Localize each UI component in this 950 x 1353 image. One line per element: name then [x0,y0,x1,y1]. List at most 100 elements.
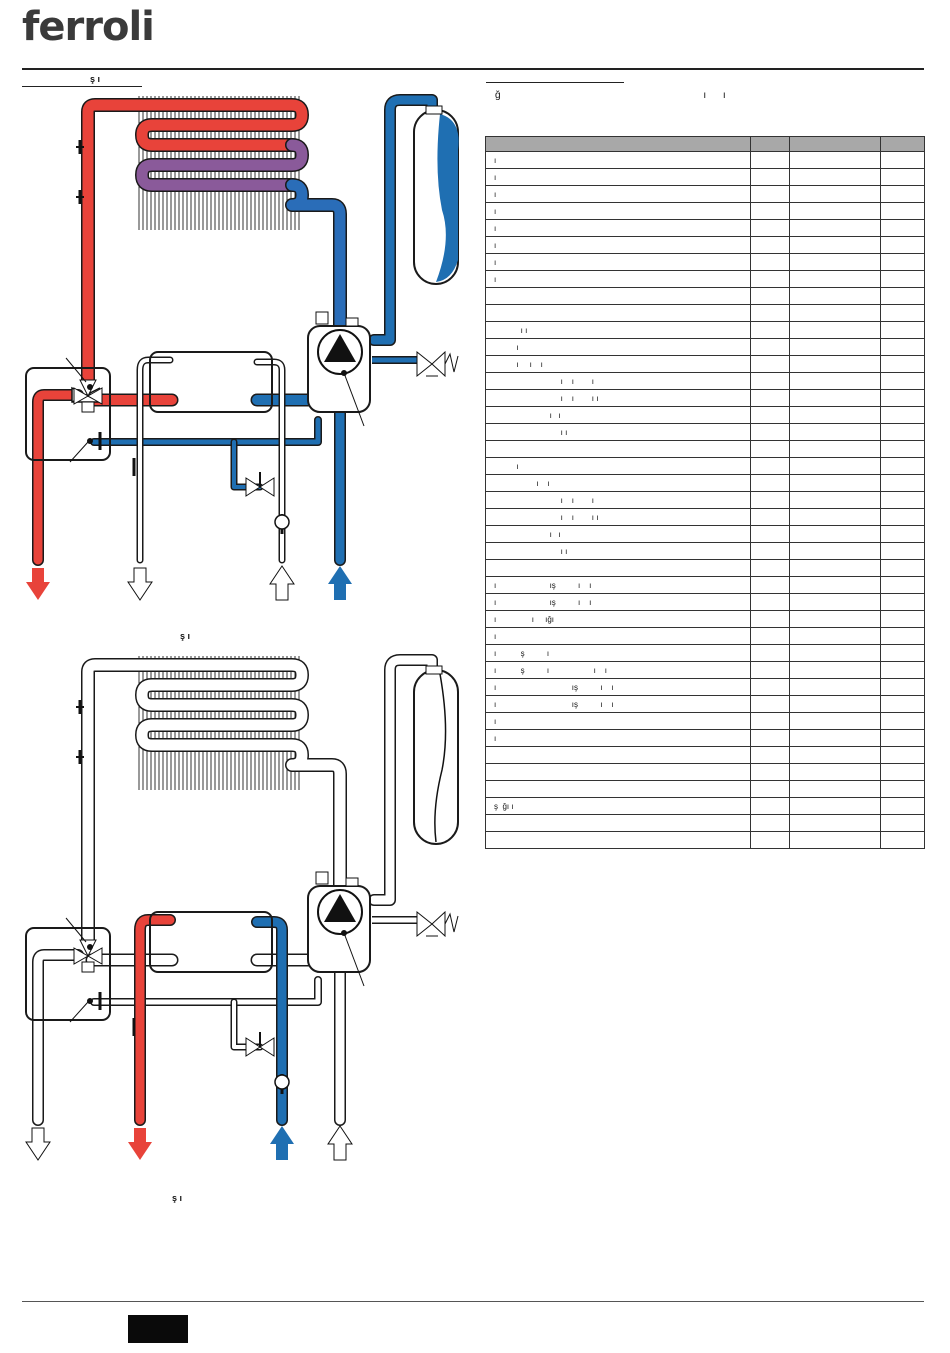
arrow-dhw-out [128,1128,152,1160]
caption-diagram-1: ş ı [180,631,191,641]
table-cell [750,304,790,322]
heating-circuit-diagram [25,94,459,601]
table-cell [750,474,790,492]
table-cell [880,627,925,645]
table-cell [750,168,790,186]
table-header [485,136,925,152]
table-cell [789,814,881,832]
table-cell [750,712,790,730]
table-cell [750,151,790,169]
table-cell [880,525,925,543]
heating-out [32,389,84,566]
caption-diagram-2: ş ı [172,1193,183,1203]
table-cell [789,576,881,594]
arrow-return-in [328,566,352,600]
table-cell [789,644,881,662]
table-cell [750,202,790,220]
table-row [485,304,925,322]
table-row: ı [485,253,925,271]
table-row [485,780,925,798]
bypass-valve [245,1037,261,1057]
table-cell [750,219,790,237]
table-row: ı [485,457,925,475]
page-number-tab [128,1315,188,1343]
table-row: ı ı [485,525,925,543]
table-cell [880,746,925,764]
table-cell [880,423,925,441]
table-cell [485,287,751,305]
table-row [485,831,925,849]
table-row [485,814,925,832]
arrow-heating-out [26,568,50,600]
table-row: ı [485,185,925,203]
table-cell [485,559,751,577]
table-cell [750,644,790,662]
table-cell [880,831,925,849]
table-cell [880,304,925,322]
table-cell [880,202,925,220]
table-row: ı [485,729,925,747]
flow-sensor [274,514,290,530]
table-cell [750,814,790,832]
table-cell [789,831,881,849]
table-cell [750,695,790,713]
table-cell [880,797,925,815]
table-cell: ı ş ı ı ı [485,661,751,679]
table-cell [789,661,881,679]
table-cell [750,338,790,356]
table-cell [789,304,881,322]
table-cell [880,661,925,679]
table-cell [880,678,925,696]
table-cell: ı ış ı ı [485,678,751,696]
table-cell [789,406,881,424]
table-cell [750,746,790,764]
table-cell [750,423,790,441]
table-cell [880,372,925,390]
table-cell: ı [485,151,751,169]
table-cell [789,202,881,220]
table-row: ı ış ı ı [485,678,925,696]
table-cell [880,729,925,747]
table-cell [789,185,881,203]
table-row: ı ı ı [485,491,925,509]
table-row: ı ı ı ı [485,389,925,407]
table-cell [789,593,881,611]
table-cell [750,185,790,203]
table-cell [880,542,925,560]
table-row: ı [485,168,925,186]
table-cell [880,321,925,339]
table-cell: ı ı ı ı [485,389,751,407]
table-row: ş ğı ı [485,797,925,815]
table-cell: ı [485,168,751,186]
table-row: ı [485,202,925,220]
table-cell [789,712,881,730]
table-cell [750,491,790,509]
table-cell: ı ı [485,542,751,560]
table-cell [880,338,925,356]
table-row: ı [485,219,925,237]
table-row: ı ış ı ı [485,576,925,594]
table-cell [880,151,925,169]
table-cell [789,610,881,628]
table-cell [880,355,925,373]
table-cell [485,814,751,832]
table-cell [750,525,790,543]
table-cell: ı ış ı ı [485,695,751,713]
arrow-return-in [327,1125,353,1161]
table-cell [880,508,925,526]
table-cell [789,219,881,237]
table-row: ı [485,627,925,645]
table-cell [789,321,881,339]
table-cell [880,610,925,628]
table-cell [880,695,925,713]
table-cell [880,491,925,509]
table-cell: ı ı [485,423,751,441]
table-cell: ı [485,202,751,220]
table-cell [789,423,881,441]
table-cell [880,185,925,203]
table-cell [750,253,790,271]
table-cell: ı [485,457,751,475]
arrow-dhw-out [127,567,153,601]
table-cell [750,508,790,526]
